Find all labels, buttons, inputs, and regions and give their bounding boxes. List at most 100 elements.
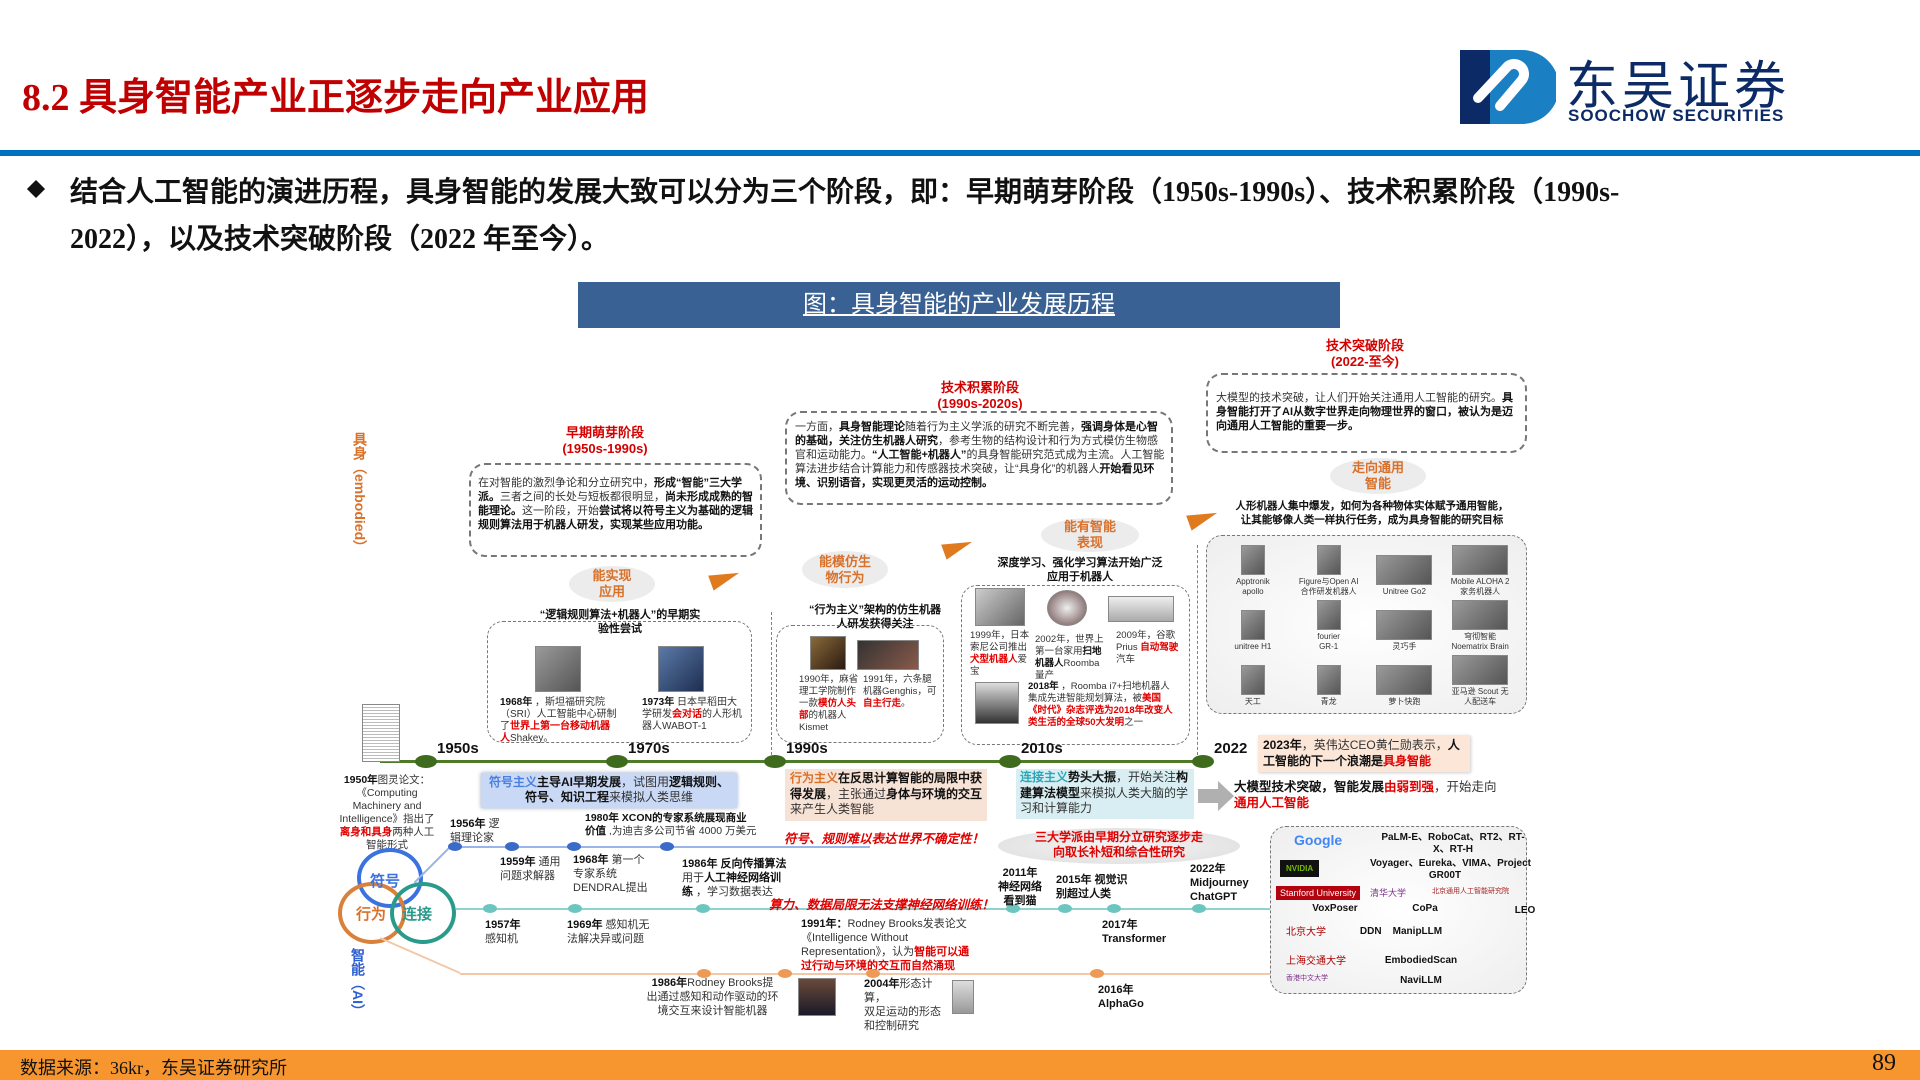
genghis-caption: 1991年，六条腿机器Genghis，可自主行走。 <box>863 674 938 710</box>
connect-school-label: 连接 <box>402 906 433 923</box>
schools-merge-text: 三大学派由早期分立研究逐步走 向取长补短和综合性研究 <box>1034 830 1203 859</box>
robot-caption: 天工 <box>1244 697 1261 706</box>
deep-learning-sub-title: 深度学习、强化学习算法开始广泛 应用于机器人 <box>997 557 1163 583</box>
org-projects: DDN ManipLLM <box>1359 926 1443 937</box>
text-segment: ，英伟达CEO黄仁勋表示， <box>1301 738 1448 752</box>
text-segment: 美国《时代》杂志评选为2018年改变人类生活的全球50大发明 <box>1028 693 1173 728</box>
event-2011: 2011年 神经网络 看到猫 <box>998 867 1042 907</box>
robot-photo <box>1452 545 1509 575</box>
text-segment: Roomba量产 <box>1035 658 1100 681</box>
robot-caption: 萝卜快跑 <box>1388 697 1421 706</box>
decade-node <box>999 755 1021 768</box>
org-projects: EmbodiedScan <box>1384 955 1458 966</box>
event-2016: 2016年 AlphaGo <box>1098 984 1144 1010</box>
org-projects: LEO <box>1514 905 1536 916</box>
text-segment: “人工智能+机器人” <box>872 449 967 461</box>
text-segment: ，开始走向 <box>1434 780 1497 794</box>
text-segment: 1969年 <box>567 919 603 931</box>
text-segment: 身体与环境的交互 <box>886 786 983 801</box>
event-1956: 1956年 逻 辑理论家 <box>450 817 520 845</box>
org-projects: Voyager、Eureka、VIMA、Project GR00T <box>1370 858 1531 881</box>
merge-ellipse <box>998 828 1240 864</box>
shakey-caption: 1968年 ，斯坦福研究院（SRI）人工智能中心研制了世界上第一台移动机器人Sh… <box>500 697 618 745</box>
text-segment: ，开始关注 <box>1116 770 1177 784</box>
org-logo: Google <box>1294 832 1343 848</box>
event-1986-brooks: 1986年Rodney Brooks提 出通过感知和动作驱动的环 境交互来设计智… <box>640 976 785 1018</box>
event-1959: 1959年 通用 问题求解器 <box>500 855 570 883</box>
text-segment: 2023年 <box>1263 738 1302 752</box>
text-segment: 第一个 专家系统 DENDRAL提出 <box>573 854 648 894</box>
timeline-dot <box>1107 904 1121 913</box>
text-segment: 图灵论文：《Computing Machinery and Intelligen… <box>339 774 435 825</box>
early-sub-title: “逻辑规则算法+机器人”的早期实 验性尝试 <box>539 609 701 635</box>
org-projects: CoPa <box>1412 903 1438 914</box>
text-segment: 在反思计算智能的局限中获得发展 <box>790 771 983 801</box>
text-segment: 1986年 反向传播算法 <box>682 858 787 870</box>
text-segment: 1991年，六条腿机器Genghis，可 <box>863 674 937 697</box>
text-segment: 具身智能理论 <box>839 421 905 433</box>
robot-caption: fourier GR-1 <box>1317 632 1340 651</box>
text-segment: 一方面， <box>795 421 839 433</box>
text-segment: 1986年 <box>651 977 688 989</box>
big-model-breakthrough: 大模型技术突破，智能发展由弱到强，开始走向通用人工智能 <box>1234 779 1499 811</box>
event-1957: 1957年 感知机 <box>485 918 545 946</box>
jensen-quote: 2023年，英伟达CEO黄仁勋表示，人工智能的下一个浪潮是具身智能 <box>1263 737 1468 769</box>
org-logo: 上海交通大学 <box>1286 956 1346 967</box>
decade-node <box>1192 755 1214 768</box>
text-segment: ，参考生物的结构设计和行为方式模仿生物感官和运动能力。 <box>795 435 1158 461</box>
text-segment: 尚未形成成熟的智能理论。 <box>478 491 753 517</box>
bullet-line-2: 2022），以及技术突破阶段（2022 年至今）。 <box>70 224 610 255</box>
gray-arrow-icon <box>1198 781 1234 811</box>
accum-stage-title: 技术积累阶段 (1990s-2020s) <box>937 380 1023 411</box>
timeline-dot <box>567 842 581 851</box>
event-2022-genai: 2022年 Midjourney ChatGPT <box>1190 863 1249 903</box>
text-segment: 1959年 <box>500 856 536 868</box>
event-1986-backprop: 1986年 反向传播算法 用于人工神经网络训 练 ，学习数据表达 <box>682 857 792 899</box>
robot-caption: 亚马逊 Scout 无 人配送车 <box>1451 687 1509 706</box>
robot-caption: Apptronik apollo <box>1235 577 1270 596</box>
roomba-i7-photo <box>975 682 1019 724</box>
text-segment: 通用人工智能 <box>1234 796 1310 810</box>
text-segment: 逻辑规则、符号、知识工程 <box>524 775 730 804</box>
text-segment: 智能可以通 过行动与环境的交互而自然涌现 <box>801 946 970 972</box>
robot-caption: Unitree Go2 <box>1382 587 1426 596</box>
footer-source: 数据来源：36kr，东吴证券研究所 <box>20 1058 287 1078</box>
text-segment: 1950年 <box>343 774 378 786</box>
figure-title-text: 图：具身智能的产业发展历程 <box>803 292 1115 318</box>
text-segment: 形成“智能”三大学派。 <box>478 477 742 503</box>
text-segment: 用于 <box>682 872 704 884</box>
text-segment: 1968年 <box>573 854 609 866</box>
behavior-sub-title: “行为主义”架构的仿生机器 人研发获得关注 <box>809 604 941 630</box>
text-segment: 自动驾驶 <box>1140 642 1179 653</box>
decade-label: 1950s <box>437 740 479 757</box>
connectionism-text: 连接主义势头大振，开始关注构建算法模型来模拟人类大脑的学习和计算能力 <box>1020 770 1192 817</box>
text-segment: 感知机无 法解决异或问题 <box>567 919 650 945</box>
footer-bar <box>0 1050 1920 1080</box>
robot-photo <box>1452 655 1509 685</box>
robot-item: 亚马逊 Scout 无 人配送车 <box>1442 652 1518 707</box>
text-segment: 形态计算， 双足运动的形态 和控制研究 <box>864 978 941 1032</box>
robot-photo <box>1316 665 1341 695</box>
prius-caption: 2009年，谷歌Prius 自动驾驶汽车 <box>1116 630 1182 666</box>
behaviorism-text: 行为主义在反思计算智能的局限中获得发展，主张通过身体与环境的交互来产生人类智能 <box>790 771 984 818</box>
diamond-icon <box>26 179 46 199</box>
robot-item: unitree H1 <box>1215 597 1291 652</box>
green-dashed-divider <box>1197 545 1198 760</box>
text-segment: 势头大振 <box>1068 770 1117 784</box>
biped-robot-photo <box>952 980 974 1014</box>
robot-caption: Figure与Open AI 合作研发机器人 <box>1298 577 1359 596</box>
logo-en-text: SOOCHOW SECURITIES <box>1568 106 1785 125</box>
text-segment: 日本早稻田大学研发 <box>642 697 738 720</box>
compute-limit-warning: 算力、数据局限无法支撑神经网络训练！ <box>769 898 995 912</box>
org-projects: NaviLLM <box>1400 975 1442 986</box>
robot-caption: 灵巧手 <box>1392 642 1417 651</box>
connectionism-box <box>1016 769 1194 819</box>
robot-photo <box>1316 545 1341 575</box>
robot-photo <box>1240 665 1265 695</box>
decade-label: 2022 <box>1214 740 1248 757</box>
roomba-i7-caption: 2018年 ，Roomba i7+扫地机器人集成先进智能规划算法，被美国《时代》… <box>1028 681 1178 729</box>
text-segment: ，Roomba i7+扫地机器人集成先进智能规划算法，被 <box>1028 681 1170 704</box>
robot-item: Figure与Open AI 合作研发机器人 <box>1291 542 1367 597</box>
timeline-dot <box>697 969 711 978</box>
robot-caption: 青龙 <box>1320 697 1337 706</box>
